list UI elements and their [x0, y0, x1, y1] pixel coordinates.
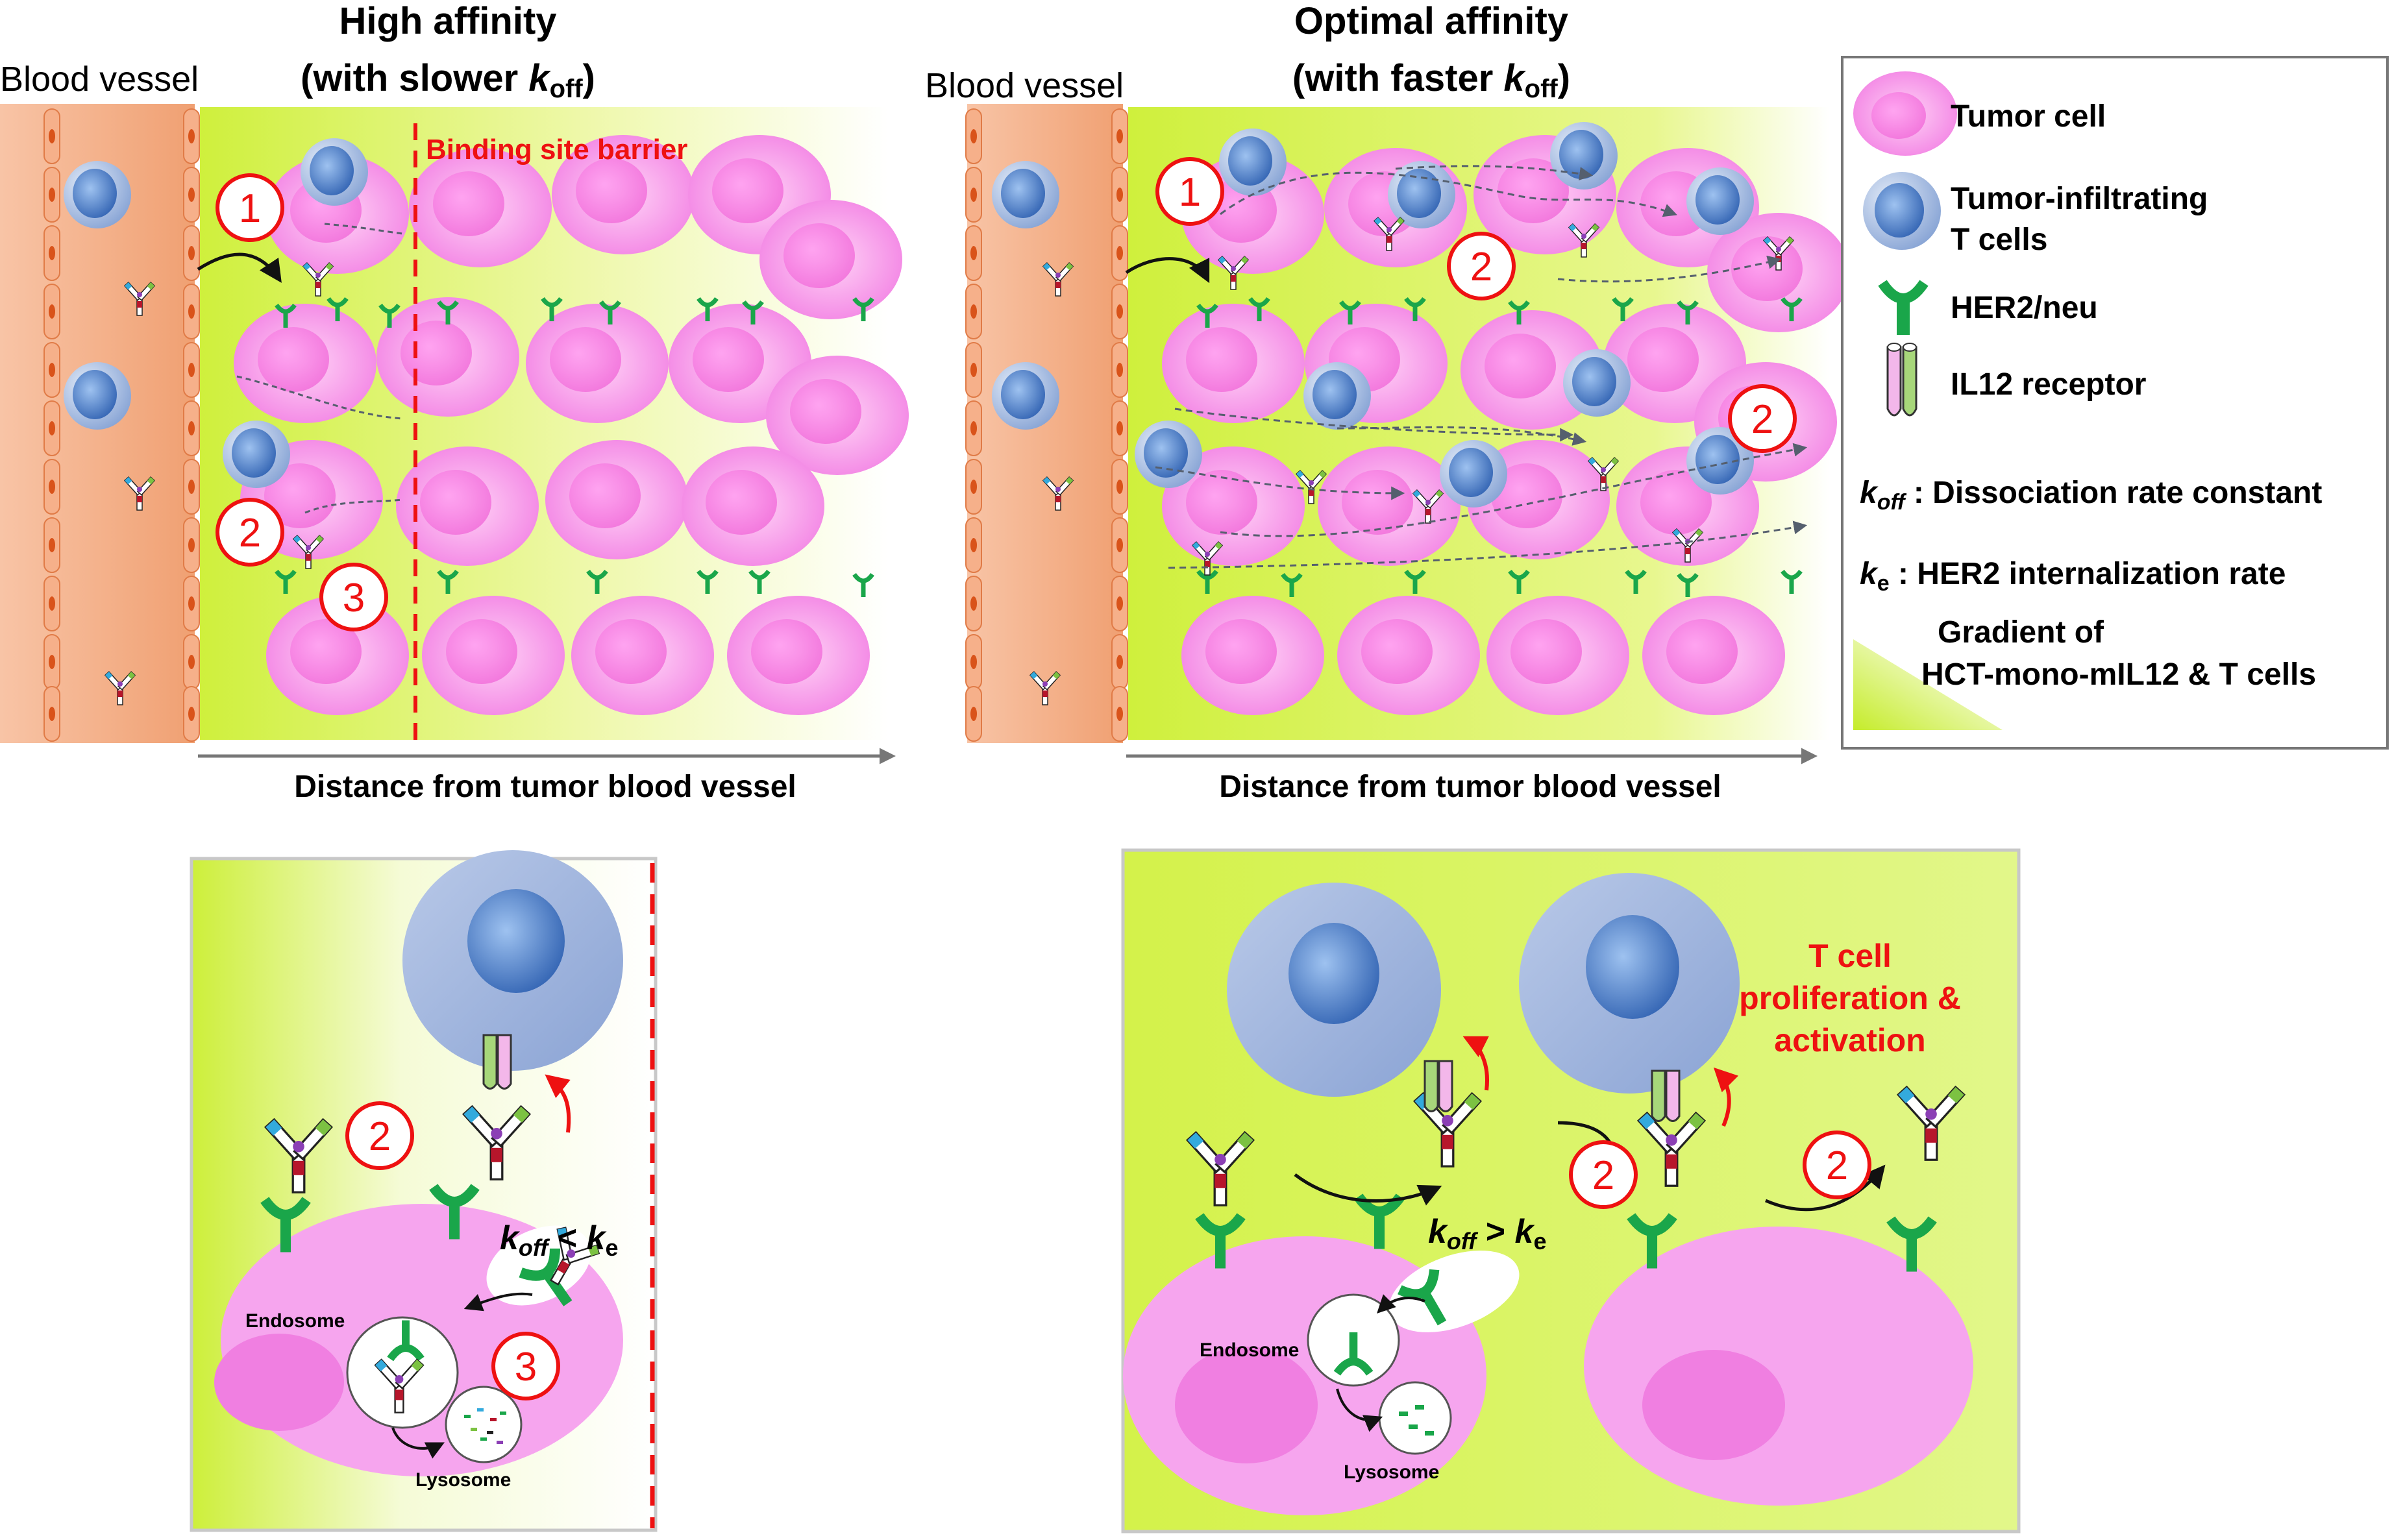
t-cell-icon: [64, 161, 131, 228]
bottom-right-marker-2a: 2: [1569, 1140, 1638, 1209]
left-entry-arrow: [197, 252, 282, 283]
legend-t-cell-line2: T cells: [1951, 223, 2047, 257]
her2-receptor-icon: [1878, 280, 1929, 335]
right-marker-2b: 2: [1728, 384, 1797, 453]
svg-text:2: 2: [1592, 1153, 1614, 1198]
endosome-label-right: Endosome: [1200, 1339, 1299, 1361]
bottom-left-panel: Endosome Lysosome koff < ke 2 3: [190, 850, 658, 1532]
left-marker-1: 1: [216, 173, 284, 242]
proliferation-line1: T cell: [1808, 938, 1892, 974]
lysosome-fragments-left: [464, 1408, 506, 1444]
koff-lt-ke: koff < ke: [500, 1219, 618, 1261]
legend-koff: koff : Dissociation rate constant: [1860, 476, 2322, 515]
endosome-left: [346, 1316, 459, 1429]
svg-text:2: 2: [239, 511, 261, 556]
svg-text:1: 1: [1179, 170, 1201, 215]
left-blocked-path-3: [304, 498, 403, 514]
legend-her2: HER2/neu: [1951, 291, 2098, 325]
bottom-left-marker-3: 3: [491, 1332, 560, 1400]
left-blocked-path-2: [236, 375, 403, 420]
svg-text:2: 2: [1470, 245, 1492, 289]
lysosome-right: [1378, 1381, 1452, 1455]
right-title-line2: (with faster koff): [1292, 57, 1570, 103]
left-blocked-path-1: [324, 223, 403, 235]
right-title-line1: Optimal affinity: [1294, 0, 1568, 42]
right-entry-arrow: [1125, 257, 1210, 284]
svg-text:3: 3: [343, 576, 365, 620]
left-panel: High affinity (with slower koff) Blood v…: [0, 0, 909, 804]
gradient-legend-icon: [1853, 639, 2003, 730]
svg-text:2: 2: [369, 1114, 391, 1159]
left-title-line1: High affinity: [339, 0, 556, 42]
endosome-label-left: Endosome: [245, 1310, 345, 1332]
right-axis-label: Distance from tumor blood vessel: [1219, 770, 1721, 804]
barrier-label: Binding site barrier: [426, 134, 687, 165]
svg-text:3: 3: [515, 1345, 537, 1389]
lysosome-fragments-right: [1399, 1405, 1434, 1436]
svg-text:2: 2: [1826, 1143, 1848, 1188]
svg-text:1: 1: [239, 186, 261, 231]
il12-receptor-icon: [1886, 343, 1917, 417]
right-panel: Optimal affinity (with faster koff) Bloo…: [925, 0, 1850, 804]
lysosome-label-left: Lysosome: [415, 1469, 511, 1491]
lysosome-label-right: Lysosome: [1344, 1461, 1439, 1483]
left-vessel-label: Blood vessel: [0, 60, 199, 99]
bottom-left-nucleus: [214, 1334, 344, 1431]
legend-ke: ke : HER2 internalization rate: [1860, 557, 2286, 596]
left-marker-3: 3: [319, 563, 388, 631]
proliferation-line3: activation: [1774, 1022, 1925, 1058]
bottom-right-panel: Endosome Lysosome koff > ke T cell proli…: [1121, 848, 2021, 1534]
right-migration-paths: [1155, 165, 1808, 569]
left-marker-2: 2: [216, 498, 284, 567]
right-marker-1: 1: [1155, 157, 1224, 226]
legend-t-cell-line1: Tumor-infiltrating: [1951, 182, 2208, 216]
bottom-left-marker-2: 2: [345, 1101, 414, 1170]
left-axis-label: Distance from tumor blood vessel: [294, 770, 796, 804]
legend-il12: IL12 receptor: [1951, 367, 2146, 402]
left-title-line2: (with slower koff): [301, 57, 595, 103]
svg-text:2: 2: [1751, 397, 1773, 442]
proliferation-line2: proliferation &: [1739, 980, 1961, 1016]
koff-gt-ke: koff > ke: [1428, 1213, 1546, 1254]
legend-tumor-cell: Tumor cell: [1951, 99, 2106, 134]
right-marker-2a: 2: [1447, 232, 1516, 300]
legend-gradient-line1: Gradient of: [1938, 615, 2104, 650]
right-vessel-label: Blood vessel: [925, 66, 1124, 105]
bottom-right-marker-2b: 2: [1803, 1131, 1871, 1199]
legend-gradient-line2: HCT-mono-mIL12 & T cells: [1921, 657, 2316, 692]
lysosome-left: [445, 1386, 523, 1463]
legend-box: Tumor cell Tumor-infiltrating T cells HE…: [1841, 56, 2389, 750]
